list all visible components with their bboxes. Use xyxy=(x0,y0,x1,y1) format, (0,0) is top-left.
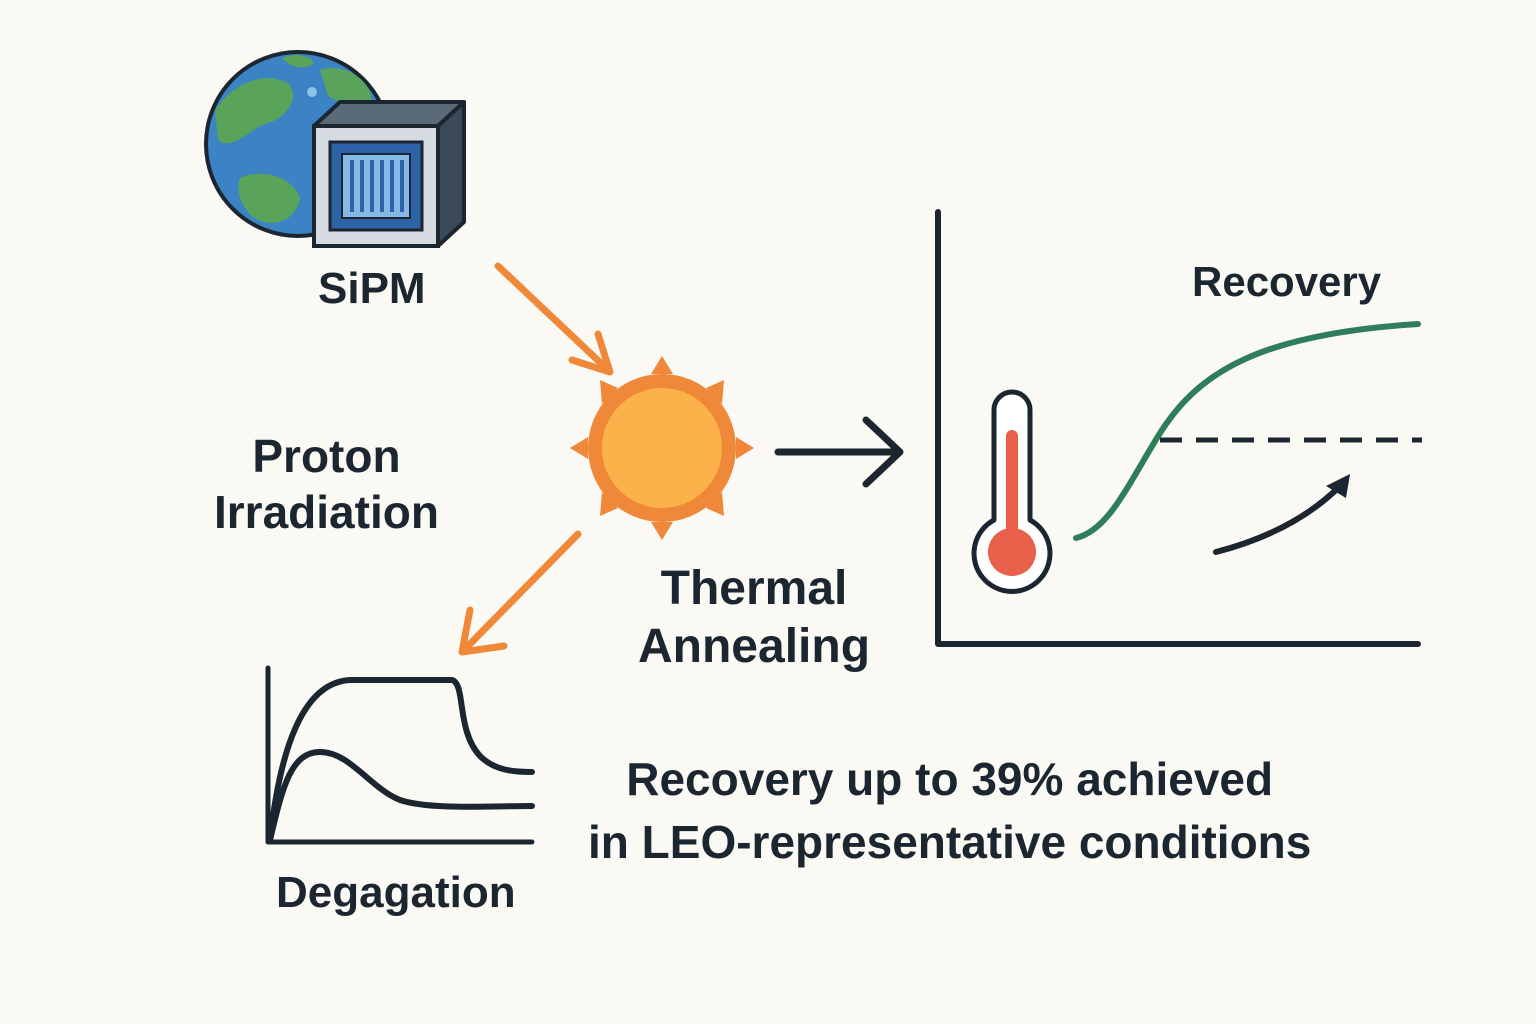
thermal-annealing-label: Thermal Annealing xyxy=(638,560,870,675)
recovery-curve xyxy=(1073,321,1421,541)
thermal-annealing-label-line1: Thermal xyxy=(660,562,848,615)
summary-text-line2: in LEO-representative conditions xyxy=(588,816,1312,869)
recovery-label: Recovery xyxy=(1192,258,1382,305)
degradation-curve-upper xyxy=(267,677,535,843)
degradation-label: Degagation xyxy=(276,868,516,917)
sun-icon xyxy=(570,356,754,540)
sipm-chip-icon xyxy=(312,100,466,248)
arrow-to-recovery xyxy=(774,416,904,488)
proton-irradiation-label-line1: Proton xyxy=(252,430,401,482)
arrow-to-sun xyxy=(494,262,614,376)
recovery-chart-axes xyxy=(935,209,1421,647)
improvement-arrow xyxy=(1213,483,1343,555)
arrow-to-degradation xyxy=(458,530,582,656)
recovery-chart xyxy=(935,209,1422,647)
degradation-chart xyxy=(265,665,535,845)
proton-irradiation-label-line2: Irradiation xyxy=(214,486,439,539)
proton-irradiation-label: Proton Irradiation xyxy=(214,428,439,540)
sipm-label: SiPM xyxy=(318,264,426,313)
thermometer-icon xyxy=(971,389,1053,594)
summary-text-line1: Recovery up to 39% achieved xyxy=(626,753,1274,805)
degradation-curve-lower xyxy=(267,749,535,843)
summary-text: Recovery up to 39% achieved in LEO-repre… xyxy=(588,748,1311,875)
thermal-annealing-label-line2: Annealing xyxy=(638,619,871,673)
